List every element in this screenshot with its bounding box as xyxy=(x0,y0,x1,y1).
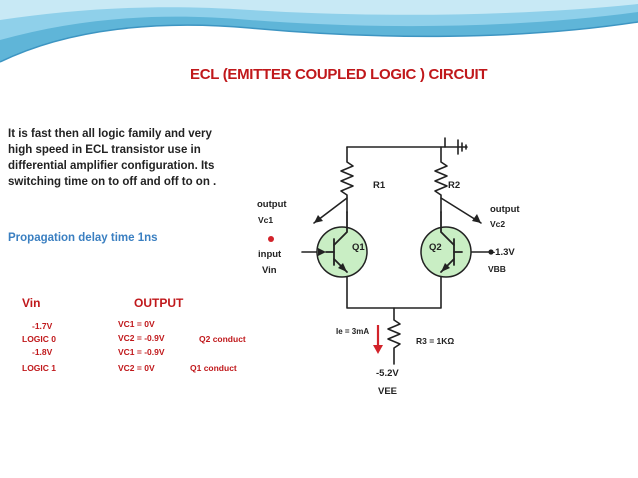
conduct-note-q2: Q2 conduct xyxy=(199,334,246,344)
output-vc2-arrow-icon xyxy=(472,214,481,223)
output-row-1: VC1 = 0V xyxy=(118,319,155,329)
current-arrow-icon xyxy=(373,325,383,354)
vin-row-3: -1.8V xyxy=(32,347,53,357)
label-output-left: output xyxy=(257,199,287,210)
vin-row-4: LOGIC 1 xyxy=(22,363,57,373)
conduct-note-q1: Q1 conduct xyxy=(190,363,237,373)
vbb-terminal-dot xyxy=(488,249,494,255)
emitter-common-wire xyxy=(346,271,442,309)
table-output-header: OUTPUT xyxy=(134,296,184,310)
label-vee: VEE xyxy=(378,386,398,397)
label-vbb: VBB xyxy=(488,264,506,274)
output-row-2: VC2 = -0.9V xyxy=(118,333,165,343)
description-text: It is fast then all logic family and ver… xyxy=(8,128,217,188)
ecl-circuit-schematic xyxy=(268,137,494,365)
r3-resistor xyxy=(387,307,401,365)
label-q1: Q1 xyxy=(352,242,365,253)
label-r2: R2 xyxy=(448,180,461,191)
label-vbb-value: -1.3V xyxy=(492,247,515,258)
vin-row-1: -1.7V xyxy=(32,321,53,331)
output-row-4: VC2 = 0V xyxy=(118,363,155,373)
label-input: input xyxy=(258,249,282,260)
label-ie: Ie = 3mA xyxy=(336,327,370,336)
ground-icon xyxy=(444,137,467,155)
label-vc1: Vc1 xyxy=(258,215,274,225)
propagation-delay-text: Propagation delay time 1ns xyxy=(8,232,158,244)
label-r1: R1 xyxy=(373,180,386,191)
r1-resistor xyxy=(340,146,354,213)
label-output-right: output xyxy=(490,204,520,215)
label-vin: Vin xyxy=(262,265,277,276)
vin-row-2: LOGIC 0 xyxy=(22,334,57,344)
label-r3: R3 = 1KΩ xyxy=(416,336,455,346)
r2-resistor xyxy=(434,146,448,213)
q2-transistor xyxy=(420,211,472,278)
output-vc1-arrow-icon xyxy=(314,215,323,223)
output-row-3: VC1 = -0.9V xyxy=(118,347,165,357)
input-arrow-icon xyxy=(318,248,326,256)
header-wave-decoration xyxy=(0,0,638,63)
q1-transistor xyxy=(316,211,368,278)
slide-title: ECL (EMITTER COUPLED LOGIC ) CIRCUIT xyxy=(190,66,488,83)
input-dot xyxy=(268,236,274,242)
label-q2: Q2 xyxy=(429,242,442,253)
table-vin-header: Vin xyxy=(22,296,41,310)
label-vc2: Vc2 xyxy=(490,219,506,229)
label-vee-value: -5.2V xyxy=(376,368,399,379)
